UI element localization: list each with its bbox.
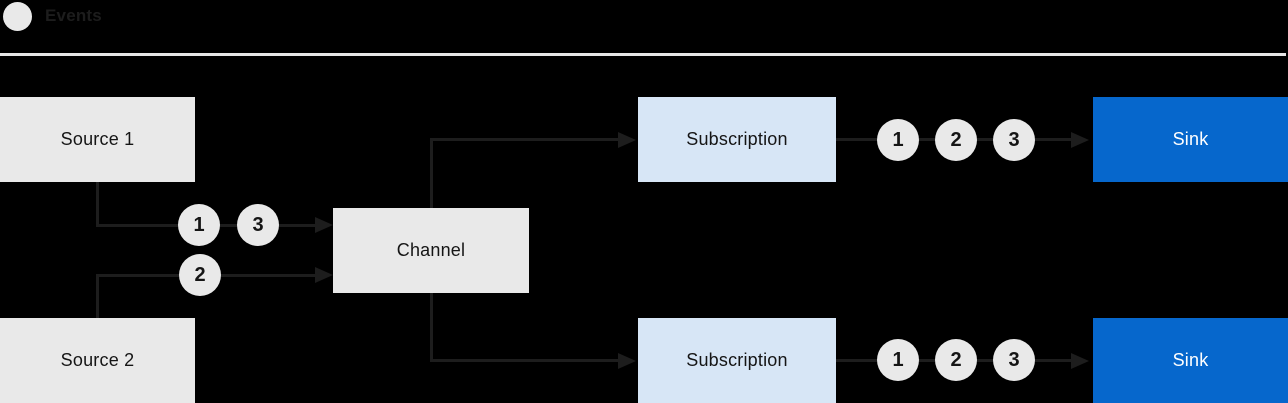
sink-2-node: Sink [1093, 318, 1288, 403]
events-legend-dot-icon [3, 2, 32, 31]
header-divider-line [0, 53, 1286, 56]
channel-node: Channel [333, 208, 529, 293]
arrowhead-subscription2-to-sink2-icon [1071, 353, 1089, 369]
source-1-node: Source 1 [0, 97, 195, 182]
connector-channel-to-subscription1 [430, 138, 618, 141]
event-marker-sub2-1: 1 [877, 339, 919, 381]
event-marker-sub1-2: 2 [935, 119, 977, 161]
subscription-2-node: Subscription [638, 318, 836, 403]
connector-source1-vertical [96, 182, 99, 227]
source-1-label: Source 1 [60, 129, 135, 149]
connector-source2-vertical [96, 274, 99, 318]
channel-label: Channel [396, 240, 466, 260]
arrowhead-subscription1-to-sink1-icon [1071, 132, 1089, 148]
event-marker-sub2-3: 3 [993, 339, 1035, 381]
connector-channel-up-vertical [430, 139, 433, 208]
event-marker-sub1-1: 1 [877, 119, 919, 161]
event-marker-sub1-3: 3 [993, 119, 1035, 161]
arrowhead-channel-to-subscription1-icon [618, 132, 636, 148]
subscription-1-node: Subscription [638, 97, 836, 182]
sink-1-label: Sink [1172, 129, 1209, 149]
event-marker-source2-2: 2 [179, 254, 221, 296]
arrowhead-channel-to-subscription2-icon [618, 353, 636, 369]
events-legend-label: Events [45, 6, 102, 25]
sink-1-node: Sink [1093, 97, 1288, 182]
subscription-2-label: Subscription [686, 350, 788, 370]
event-marker-sub2-2: 2 [935, 339, 977, 381]
event-marker-source1-1: 1 [178, 204, 220, 246]
subscription-1-label: Subscription [686, 129, 788, 149]
sink-2-label: Sink [1172, 350, 1209, 370]
source-2-node: Source 2 [0, 318, 195, 403]
event-marker-source1-3: 3 [237, 204, 279, 246]
connector-channel-to-subscription2 [430, 359, 618, 362]
arrowhead-source2-to-channel-icon [315, 267, 333, 283]
source-2-label: Source 2 [60, 350, 135, 370]
connector-channel-down-vertical [430, 293, 433, 362]
arrowhead-source1-to-channel-icon [315, 217, 333, 233]
